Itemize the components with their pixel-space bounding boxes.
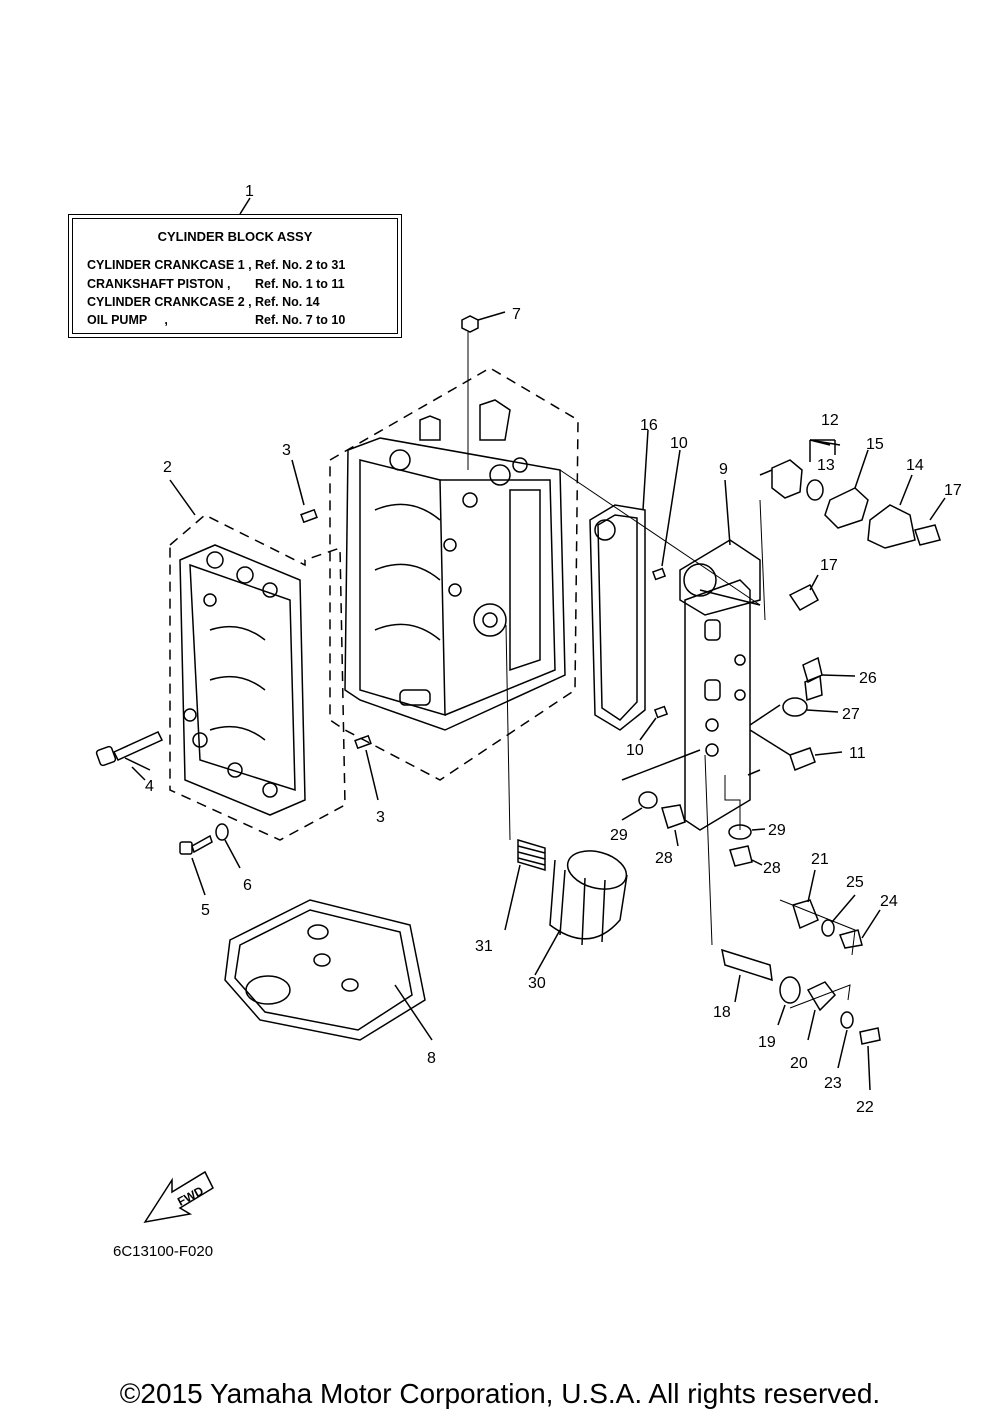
callout-1: 1: [245, 183, 254, 200]
legend-row-ref: Ref. No. 7 to 10: [255, 313, 346, 327]
callout-10b: 10: [626, 742, 644, 759]
callout-21: 21: [811, 851, 829, 868]
legend-row-name: CYLINDER CRANKCASE 2 ,: [87, 295, 252, 309]
legend-box: CYLINDER BLOCK ASSY CYLINDER CRANKCASE 1…: [68, 214, 402, 338]
callout-2: 2: [163, 459, 172, 476]
callout-4: 4: [145, 778, 154, 795]
callout-29b: 29: [768, 822, 786, 839]
bolt-4: [95, 731, 164, 781]
legend-inner-border: [72, 218, 398, 334]
callout-30: 30: [528, 975, 546, 992]
callout-8: 8: [427, 1050, 436, 1067]
callout-12: 12: [821, 412, 839, 429]
copyright-notice: ©2015 Yamaha Motor Corporation, U.S.A. A…: [119, 1378, 881, 1409]
callout-17a: 17: [944, 482, 962, 499]
oil-pump: [679, 479, 761, 616]
diagram-code: 6C13100-F020: [113, 1243, 214, 1260]
callout-29a: 29: [610, 827, 628, 844]
thermostat-cover: [867, 504, 916, 549]
callout-3b: 3: [376, 809, 385, 826]
legend-row-name: CYLINDER CRANKCASE 1 ,: [87, 258, 252, 272]
legend-row: CYLINDER CRANKCASE 1 ,Ref. No. 2 to 31: [87, 258, 345, 272]
callout-17b: 17: [820, 557, 838, 574]
callout-13: 13: [817, 457, 835, 474]
legend-title: CYLINDER BLOCK ASSY: [157, 229, 313, 244]
callout-16: 16: [640, 417, 658, 434]
legend-row-name: OIL PUMP ,: [87, 313, 168, 327]
gasket-15: [824, 487, 869, 529]
callout-19: 19: [758, 1034, 776, 1051]
callout-11: 11: [849, 745, 866, 762]
exhaust-cover-plate: [684, 579, 751, 946]
crankcase-half: [169, 479, 306, 816]
callout-15: 15: [866, 436, 884, 453]
fwd-arrow: FWD: [143, 1170, 214, 1224]
legend-row-ref: Ref. No. 1 to 11: [255, 277, 345, 291]
callout-14: 14: [906, 457, 924, 474]
callout-22: 22: [856, 1099, 874, 1116]
callout-labels: 1 2 3 3 4 5 6 7 8 9 10 10 11 12 13 14 15…: [145, 183, 962, 1116]
callout-7: 7: [512, 306, 521, 323]
callout-28b: 28: [763, 860, 781, 877]
callout-3a: 3: [282, 442, 291, 459]
callout-31: 31: [475, 938, 493, 955]
legend-row: CRANKSHAFT PISTON , Ref. No. 1 to 11: [87, 277, 345, 291]
legend-row: OIL PUMP , Ref. No. 7 to 10: [87, 313, 345, 327]
legend-row-ref: Ref. No. 14: [255, 295, 320, 309]
callout-5: 5: [201, 902, 210, 919]
callout-28a: 28: [655, 850, 673, 867]
callout-18: 18: [713, 1004, 731, 1021]
callout-27: 27: [842, 706, 860, 723]
block-dashed-outline: [329, 367, 579, 781]
callout-9: 9: [719, 461, 728, 478]
callout-24: 24: [880, 893, 898, 910]
thermostat: [771, 459, 803, 499]
callout-25: 25: [846, 874, 864, 891]
gasket-8: [224, 899, 433, 1041]
legend-row-name: CRANKSHAFT PISTON ,: [87, 277, 231, 291]
callout-10a: 10: [670, 435, 688, 452]
callout-26: 26: [859, 670, 877, 687]
legend-row: CYLINDER CRANKCASE 2 ,Ref. No. 14: [87, 295, 320, 309]
cylinder-block: [344, 399, 566, 731]
callout-6: 6: [243, 877, 252, 894]
gasket-16: [559, 429, 761, 731]
callout-23: 23: [824, 1075, 842, 1092]
callout-20: 20: [790, 1055, 808, 1072]
legend-row-ref: Ref. No. 2 to 31: [255, 258, 346, 272]
